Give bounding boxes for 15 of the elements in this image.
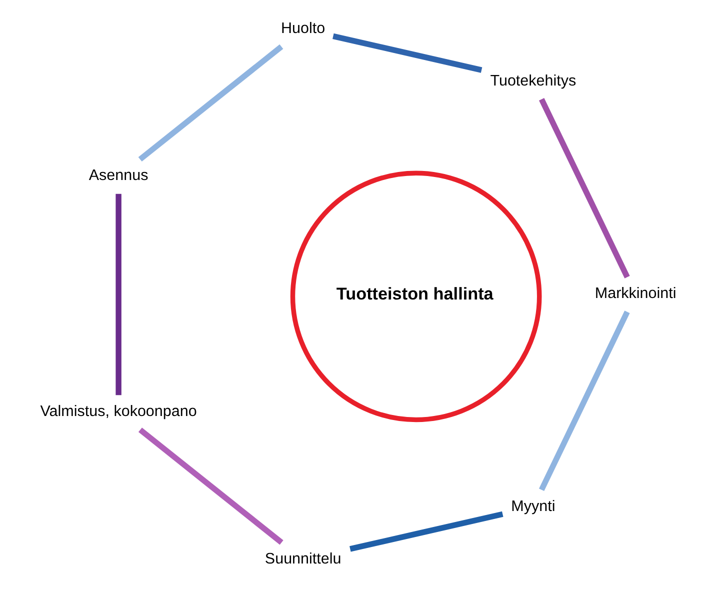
node-text: Huolto (281, 20, 326, 37)
connector (538, 98, 630, 278)
node-text: Asennus (88, 167, 148, 184)
node-text: Valmistus, kokoonpano (40, 403, 197, 420)
connector (138, 44, 284, 162)
node-text: Myynti (511, 498, 556, 515)
connector (138, 428, 284, 545)
connector (350, 511, 504, 552)
connector (332, 33, 482, 73)
node-text: Markkinointi (594, 285, 676, 302)
node-circle: Tuotteiston hallinta (290, 170, 542, 422)
connector (538, 310, 630, 492)
connector (116, 194, 122, 396)
node-text: Tuotekehitys (490, 72, 576, 90)
node-text: Suunnittelu (264, 550, 342, 568)
